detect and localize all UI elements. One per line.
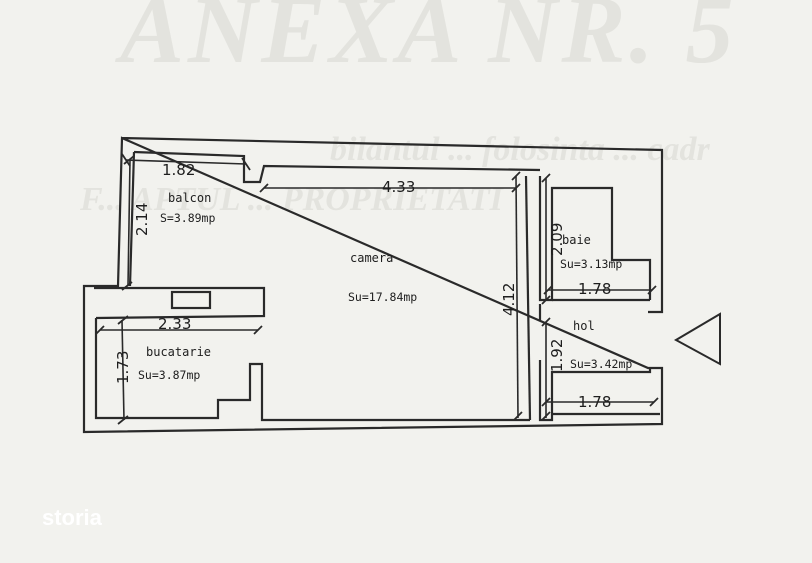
room-balcon-name: balcon [168, 191, 211, 205]
dim-baie-width: 1.78 [578, 280, 611, 298]
entrance-arrow-icon [673, 312, 721, 366]
room-hol-name: hol [573, 319, 595, 333]
dim-balcon-width: 1.82 [162, 161, 195, 179]
inner-wall-balcony-left [128, 151, 136, 287]
wall-kitchen-inner [94, 318, 530, 422]
dim-balcon-height: 2.14 [133, 203, 151, 236]
dim-hol-height: 1.92 [548, 339, 566, 372]
wall-bathroom [538, 176, 652, 302]
dim-bucatarie-width: 2.33 [158, 315, 191, 333]
kitchen-counter [170, 290, 212, 310]
dim-hol-width: 1.78 [578, 393, 611, 411]
room-baie-name: baie [562, 233, 591, 247]
room-balcon-area: S=3.89mp [160, 211, 215, 225]
watermark-title: ANEXA NR. 5 [115, 0, 738, 83]
walls [82, 136, 664, 434]
dimension-lines [95, 153, 659, 425]
room-camera-name: camera [350, 251, 393, 265]
room-bucatarie-name: bucatarie [146, 345, 211, 359]
dim-bucatarie-height: 1.73 [114, 351, 132, 384]
room-baie-area: Su=3.13mp [560, 257, 622, 271]
wall-hall [538, 368, 652, 422]
dim-camera-width: 4.33 [382, 178, 415, 196]
room-bucatarie-area: Su=3.87mp [138, 368, 200, 382]
inner-wall-balcony [133, 150, 541, 184]
dim-camera-height: 4.12 [500, 283, 518, 316]
room-camera-area: Su=17.84mp [348, 290, 417, 304]
room-hol-area: Su=3.42mp [570, 357, 632, 371]
wall-kitchen-top [94, 286, 266, 320]
wall-camera-right [524, 175, 532, 421]
outer-wall [82, 136, 664, 434]
storia-logo: storia [42, 505, 103, 530]
dim-baie-height: 2.09 [548, 223, 566, 256]
